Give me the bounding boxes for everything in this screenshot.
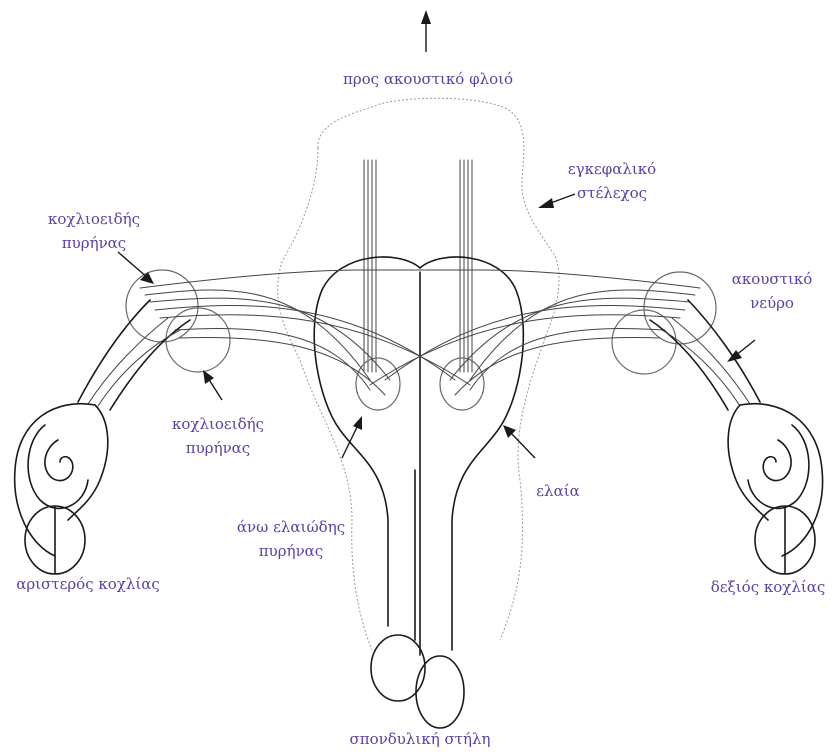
cochlear-nucleus-lower-label-line1: κοχλιοειδής bbox=[172, 415, 264, 434]
cochlear-nucleus-left-upper bbox=[126, 270, 198, 342]
left-cochlea-drawing bbox=[15, 404, 108, 574]
cochlear-nucleus-right-lower bbox=[612, 310, 676, 374]
spine-label: σπονδυλική στήλη bbox=[350, 730, 491, 749]
acoustic-nerve-label-line1: ακουστικό bbox=[732, 270, 812, 289]
cochlear-nucleus-upper-label-line1: κοχλιοειδής bbox=[48, 210, 140, 229]
left-cochlear-nerve bbox=[78, 300, 190, 410]
left-cochlea-label: αριστερός κοχλίας bbox=[16, 575, 160, 594]
cortex-label: προς ακουστικό φλοιό bbox=[343, 70, 513, 89]
cochlear-nucleus-upper-label-line2: πυρήνας bbox=[62, 234, 126, 253]
brainstem-label-line1: εγκεφαλικό bbox=[568, 160, 656, 179]
superior-olive-label-line2: πυρήνας bbox=[259, 542, 323, 561]
acoustic-nerve-label-line2: νεύρο bbox=[750, 294, 794, 313]
olive-label: ελαία bbox=[536, 482, 579, 501]
right-cochlea-label: δεξιός κοχλίας bbox=[711, 578, 826, 597]
brainstem-label-line2: στέλεχος bbox=[577, 184, 647, 203]
brainstem-outline bbox=[278, 98, 559, 650]
olive-body-outline bbox=[314, 257, 523, 650]
cochlear-nucleus-left-lower bbox=[166, 308, 230, 372]
right-cochlea-drawing bbox=[728, 404, 822, 574]
superior-olive-label-line1: άνω ελαιώδης bbox=[237, 518, 345, 537]
spinal-bulb-right bbox=[416, 656, 464, 728]
arrow-to-cortex bbox=[421, 10, 431, 52]
spinal-bulb-left bbox=[371, 635, 425, 701]
cochlear-nucleus-lower-label-line2: πυρήνας bbox=[186, 439, 250, 458]
